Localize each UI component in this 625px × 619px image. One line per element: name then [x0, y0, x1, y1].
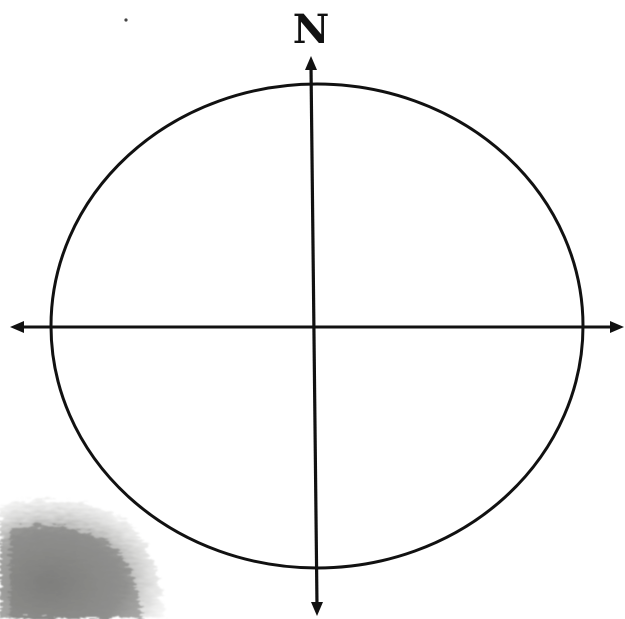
west-arrowhead — [10, 321, 24, 333]
speck — [124, 18, 127, 21]
north-arrowhead — [305, 56, 317, 70]
south-arrowhead — [311, 602, 323, 616]
north-south-axis — [311, 66, 317, 606]
north-label: N — [293, 6, 330, 53]
corner-smudge — [0, 500, 165, 619]
east-arrowhead — [610, 321, 624, 333]
